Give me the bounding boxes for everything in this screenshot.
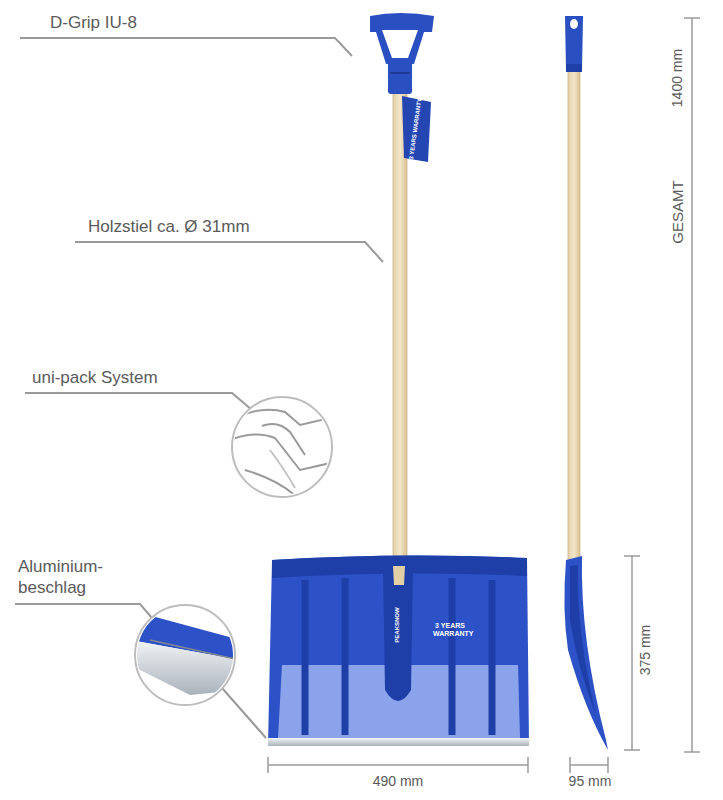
- side-view: [564, 16, 608, 750]
- wooden-handle: [393, 88, 407, 568]
- dimension-lines: [268, 18, 700, 773]
- part-label: Aluminium- beschlag: [18, 556, 128, 599]
- part-label: D-Grip IU-8: [50, 12, 137, 33]
- d-grip: [370, 13, 434, 94]
- part-label: Holzstiel ca. Ø 31mm: [88, 216, 250, 237]
- brand-text: PEAKSNOW: [394, 607, 402, 642]
- dimension-label: GESAMT: [669, 180, 688, 243]
- dimension-label: 1400 mm: [669, 49, 687, 107]
- warranty-logo-text: 3 YEARS WARRANTY: [433, 622, 467, 637]
- part-label: uni-pack System: [32, 367, 158, 388]
- dimension-label: 95 mm: [569, 773, 612, 791]
- aluminium-edge: [268, 738, 529, 746]
- dimension-label: 375 mm: [637, 625, 655, 676]
- shovel-blade: [268, 555, 529, 746]
- warranty-tag: [402, 96, 431, 162]
- aluminium-inset: [130, 605, 240, 705]
- dimension-label: 490 mm: [373, 773, 424, 791]
- uni-pack-inset: [230, 397, 335, 500]
